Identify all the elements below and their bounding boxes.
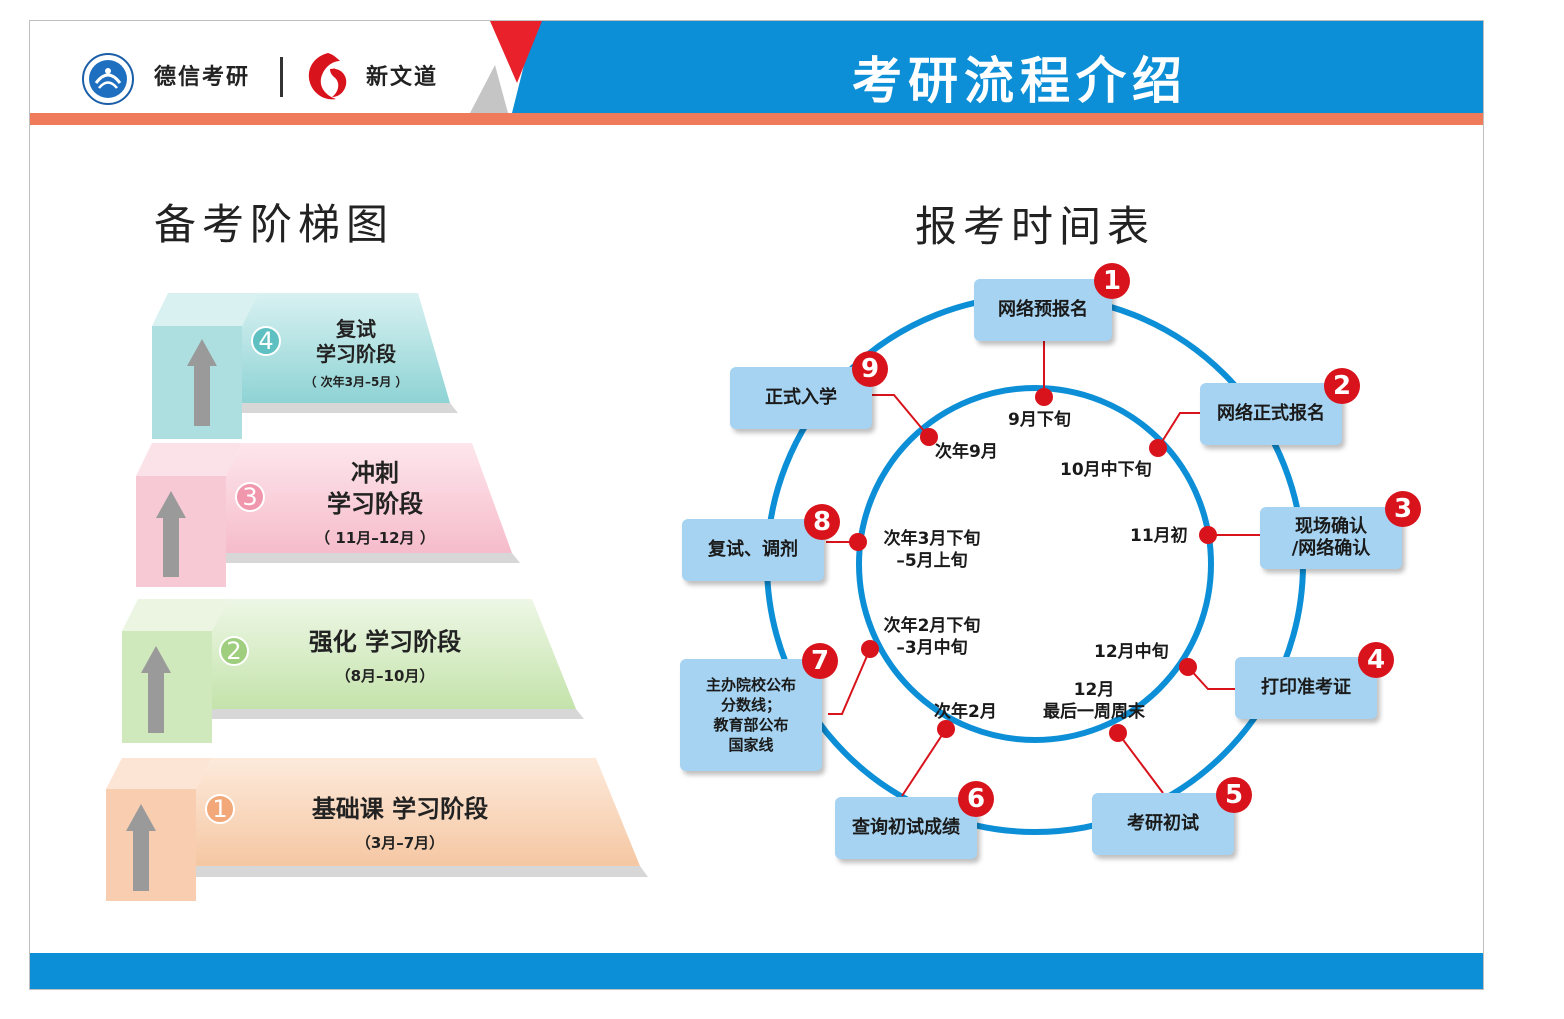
header-blue-banner [512,21,1483,113]
event-box-8: 复试、调剂 [682,519,824,581]
event-box-1: 网络预报名 [974,279,1112,341]
ladder-number-2: 2 [226,637,242,665]
event-box-2: 网络正式报名 [1200,383,1342,445]
event-box-3: 现场确认 /网络确认 [1260,507,1402,569]
time-label-7-line2: –3月中旬 [896,638,968,658]
time-label-8-line2: –5月上旬 [896,551,968,571]
time-label-5: 12月 最后一周周末 [1034,679,1154,723]
event-4-label: 打印准考证 [1261,677,1351,698]
event-box-6: 查询初试成绩 [835,797,977,859]
event-box-4: 打印准考证 [1235,657,1377,719]
step-3-range: （ 11月–12月 ） [315,529,435,547]
step-4-line2: 学习阶段 [316,342,396,366]
time-label-8-line1: 次年3月下旬 [883,529,981,549]
event-badge-7: 7 [802,643,838,679]
timeline-section-title: 报考时间表 [915,202,1156,251]
brand-separator [280,57,283,97]
event-5-label: 考研初试 [1127,813,1199,834]
event-box-9: 正式入学 [730,367,872,429]
time-label-4: 12月中旬 [1094,642,1169,662]
time-label-8: 次年3月下旬 –5月上旬 [872,528,992,572]
event-badge-4: 4 [1358,642,1394,678]
event-9-label: 正式入学 [765,387,837,408]
ladder-step-4 [152,293,458,439]
ladder-step-3-label: 冲刺 学习阶段 （ 11月–12月 ） [290,458,460,554]
event-badge-5: 5 [1216,777,1252,813]
time-label-1: 9月下旬 [1008,410,1071,430]
step-2-range: （8月–10月） [335,667,435,685]
inner-ring [856,385,1214,743]
timeline-dots [849,388,1217,742]
event-6-label: 查询初试成绩 [852,817,960,838]
step-4-range: （ 次年3月–5月 ） [304,375,408,389]
time-label-7-line1: 次年2月下旬 [883,616,981,636]
step-4-line1: 复试 [336,317,376,341]
footer-bar [30,953,1483,989]
event-badge-2: 2 [1324,368,1360,404]
step-1-line1: 基础课 学习阶段 [311,795,489,823]
event-3-label-line1: 现场确认 [1295,516,1367,537]
time-label-5-line2: 最后一周周末 [1043,702,1145,722]
step-3-line2: 学习阶段 [327,490,423,518]
time-label-9: 次年9月 [935,442,998,462]
ladder-step-3 [136,443,520,587]
header-stripe [30,113,1483,125]
time-label-2: 10月中下旬 [1060,460,1152,480]
event-7-label-line3: 教育部公布 [713,716,789,734]
diagram-canvas [106,293,1306,901]
time-label-6: 次年2月 [934,702,997,722]
ladder-number-3: 3 [242,483,258,511]
event-7-label-line4: 国家线 [728,736,774,754]
brand-xinwendao: 新文道 [366,65,439,90]
ladder-number-1: 1 [212,795,228,823]
brand-dexin: 德信考研 [154,65,251,90]
xinwendao-logo-icon [308,53,347,100]
event-badge-8: 8 [804,504,840,540]
event-box-5: 考研初试 [1092,793,1234,855]
page-title: 考研流程介绍 [852,52,1188,110]
poster-board: 德信考研 新文道 考研流程介绍 备考阶梯图 报考时间表 [29,20,1484,990]
event-badge-9: 9 [852,351,888,387]
event-1-label: 网络预报名 [998,299,1088,320]
event-badge-6: 6 [958,781,994,817]
time-label-3: 11月初 [1130,526,1188,546]
ladder-step-2 [122,599,584,743]
ladder-number-icons [205,326,281,824]
step-1-range: （3月–7月） [355,834,445,852]
ladder-section-title: 备考阶梯图 [154,200,395,249]
event-8-label: 复试、调剂 [708,539,798,560]
time-label-7: 次年2月下旬 –3月中旬 [872,615,992,659]
event-badge-1: 1 [1094,263,1130,299]
ladder-step-1 [106,758,648,901]
step-2-line1: 强化 学习阶段 [308,628,462,656]
event-2-label: 网络正式报名 [1217,403,1325,424]
ladder-number-4: 4 [258,327,274,355]
time-label-5-line1: 12月 [1073,680,1115,700]
event-3-label-line2: /网络确认 [1291,538,1371,559]
dexin-logo-icon [82,53,134,105]
event-badge-3: 3 [1385,491,1421,527]
step-3-line1: 冲刺 [351,459,399,487]
event-box-7: 主办院校公布 分数线； 教育部公布 国家线 [680,659,822,771]
ladder-step-1-label: 基础课 学习阶段 （3月–7月） [280,794,520,859]
ladder-step-4-label: 复试 学习阶段 （ 次年3月–5月 ） [288,317,424,395]
event-7-label-line1: 主办院校公布 [705,676,796,694]
ladder-step-2-label: 强化 学习阶段 （8月–10月） [280,627,490,692]
event-7-label-line2: 分数线； [720,696,781,714]
